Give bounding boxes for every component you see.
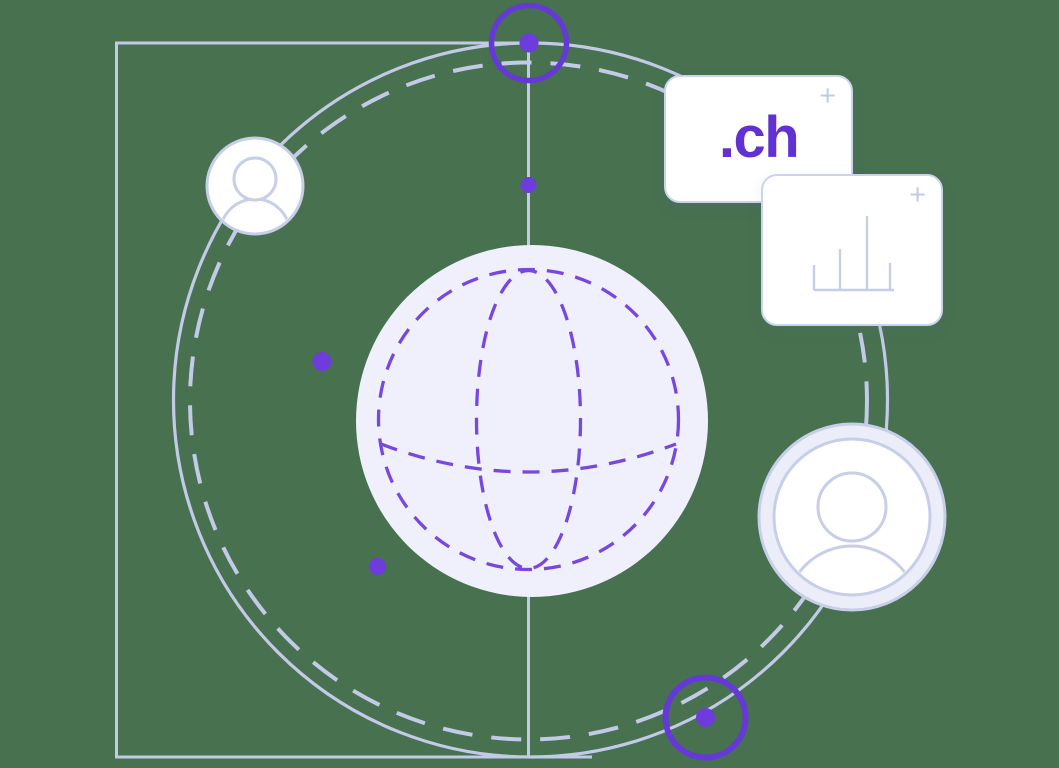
orbit-node-dot-icon: [519, 33, 539, 53]
globe-meridian: [474, 268, 583, 571]
globe-parallel: [380, 442, 677, 474]
avatar-shoulders: [784, 544, 920, 593]
globe-icon: [356, 245, 708, 597]
floating-node-dot: [369, 558, 386, 575]
stats-card: +: [761, 174, 943, 326]
orbit-node-top: [488, 2, 570, 84]
orbit-node-dot-icon: [696, 708, 715, 727]
orbit-node-bottom: [662, 674, 749, 761]
orbit-node-ring-icon: [488, 2, 570, 84]
globe-disc: [356, 245, 708, 597]
floating-node-dot: [312, 352, 332, 371]
plus-icon: +: [819, 80, 836, 112]
domain-tld-label: .ch: [718, 104, 800, 170]
plus-icon: +: [909, 179, 926, 211]
avatar-head: [232, 156, 278, 202]
axis-node-dot: [520, 177, 537, 193]
bar-chart-icon: [812, 216, 894, 292]
user-avatar-small-icon: [205, 136, 305, 236]
avatar-head: [816, 471, 888, 543]
orbit-node-ring-icon: [662, 674, 749, 761]
user-avatar-large-icon: [757, 422, 947, 612]
square-frame: [115, 41, 592, 759]
